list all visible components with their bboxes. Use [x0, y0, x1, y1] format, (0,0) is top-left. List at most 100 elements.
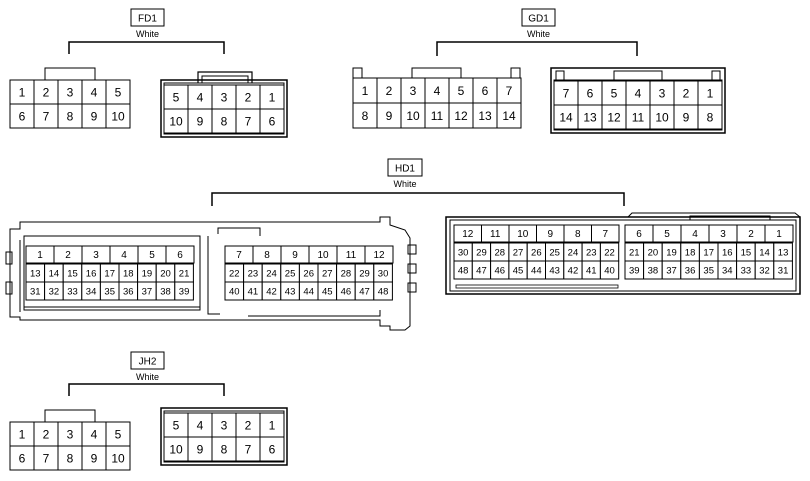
- pin-number: 33: [741, 265, 752, 276]
- pin-cell: [649, 104, 675, 130]
- pin-number: 2: [43, 427, 50, 441]
- jh2-female-key: [44, 409, 96, 422]
- pin-cell: [81, 445, 107, 471]
- pin-number: 14: [559, 110, 573, 124]
- pin-number: 2: [65, 250, 71, 261]
- pin-number: 10: [317, 250, 329, 261]
- pin-number: 32: [759, 265, 770, 276]
- gd1-label-box: [521, 8, 556, 27]
- pin-number: 10: [655, 110, 669, 124]
- pin-number: 12: [373, 250, 385, 261]
- pin-number: 10: [111, 109, 125, 123]
- pin-number: 34: [86, 286, 97, 297]
- pin-number: 15: [741, 247, 752, 258]
- pin-cell: [187, 108, 213, 134]
- pin-number: 39: [629, 265, 640, 276]
- pin-number: 5: [611, 86, 618, 100]
- pin-number: 23: [586, 247, 597, 258]
- pin-number: 32: [49, 286, 60, 297]
- pin-number: 10: [169, 442, 183, 456]
- hd1-female-housing: [5, 216, 417, 331]
- pin-number: 26: [303, 268, 314, 279]
- pin-cell: [163, 84, 189, 110]
- pin-number: 18: [123, 268, 134, 279]
- pin-cell: [591, 224, 620, 243]
- pin-number: 2: [245, 418, 252, 432]
- pin-number: 3: [221, 90, 228, 104]
- pin-number: 2: [245, 90, 252, 104]
- jh2-name: JH2: [139, 357, 157, 368]
- pin-number: 46: [494, 265, 505, 276]
- pin-number: 3: [93, 250, 99, 261]
- pin-number: 25: [285, 268, 296, 279]
- pin-cell: [764, 224, 794, 243]
- pin-number: 9: [683, 110, 690, 124]
- pin-number: 30: [458, 247, 469, 258]
- pin-number: 11: [431, 109, 444, 123]
- pin-cell: [364, 245, 394, 264]
- pin-number: 9: [292, 250, 298, 261]
- gd1-female-key: [411, 67, 462, 78]
- pin-number: 18: [685, 247, 696, 258]
- pin-number: 9: [91, 451, 98, 465]
- pin-cell: [33, 445, 59, 471]
- pin-cell: [259, 436, 285, 462]
- pin-cell: [57, 103, 83, 129]
- fd1-bracket: [68, 41, 225, 54]
- fd1-male-housing: [160, 79, 288, 138]
- pin-number: 10: [111, 451, 125, 465]
- pin-number: 41: [586, 265, 597, 276]
- pin-number: 47: [359, 286, 370, 297]
- pin-number: 8: [264, 250, 270, 261]
- pin-cell: [553, 80, 579, 106]
- pin-number: 34: [722, 265, 733, 276]
- pin-number: 27: [513, 247, 524, 258]
- pin-number: 7: [236, 250, 242, 261]
- pin-number: 6: [587, 86, 594, 100]
- pin-number: 9: [547, 229, 553, 240]
- pin-number: 4: [197, 90, 204, 104]
- pin-cell: [9, 103, 35, 129]
- pin-number: 19: [142, 268, 153, 279]
- pin-number: 10: [517, 229, 529, 240]
- pin-number: 6: [482, 84, 489, 98]
- pin-cell: [373, 281, 393, 301]
- pin-number: 6: [269, 114, 276, 128]
- pin-number: 25: [549, 247, 560, 258]
- pin-cell: [105, 445, 131, 471]
- gd1-male-housing: [550, 67, 726, 134]
- pin-number: 10: [406, 109, 420, 123]
- pin-number: 45: [322, 286, 333, 297]
- pin-number: 4: [121, 250, 127, 261]
- pin-number: 3: [67, 85, 74, 99]
- pin-number: 5: [664, 229, 670, 240]
- pin-number: 24: [568, 247, 579, 258]
- pin-number: 1: [37, 250, 43, 261]
- pin-cell: [553, 104, 579, 130]
- pin-cell: [163, 108, 189, 134]
- pin-number: 38: [160, 286, 171, 297]
- pin-number: 39: [179, 286, 190, 297]
- pin-cell: [625, 104, 651, 130]
- pin-number: 2: [748, 229, 754, 240]
- pin-number: 37: [142, 286, 153, 297]
- pin-number: 7: [563, 86, 570, 100]
- pin-number: 33: [67, 286, 78, 297]
- pin-number: 7: [602, 229, 608, 240]
- pin-number: 12: [454, 109, 468, 123]
- pin-number: 44: [531, 265, 542, 276]
- pin-cell: [33, 79, 59, 105]
- pin-number: 13: [778, 247, 789, 258]
- pin-number: 42: [568, 265, 579, 276]
- pin-number: 8: [707, 110, 714, 124]
- pin-number: 5: [173, 418, 180, 432]
- pin-number: 29: [359, 268, 370, 279]
- hd1-name: HD1: [395, 164, 415, 175]
- fd1-female-key: [44, 67, 96, 80]
